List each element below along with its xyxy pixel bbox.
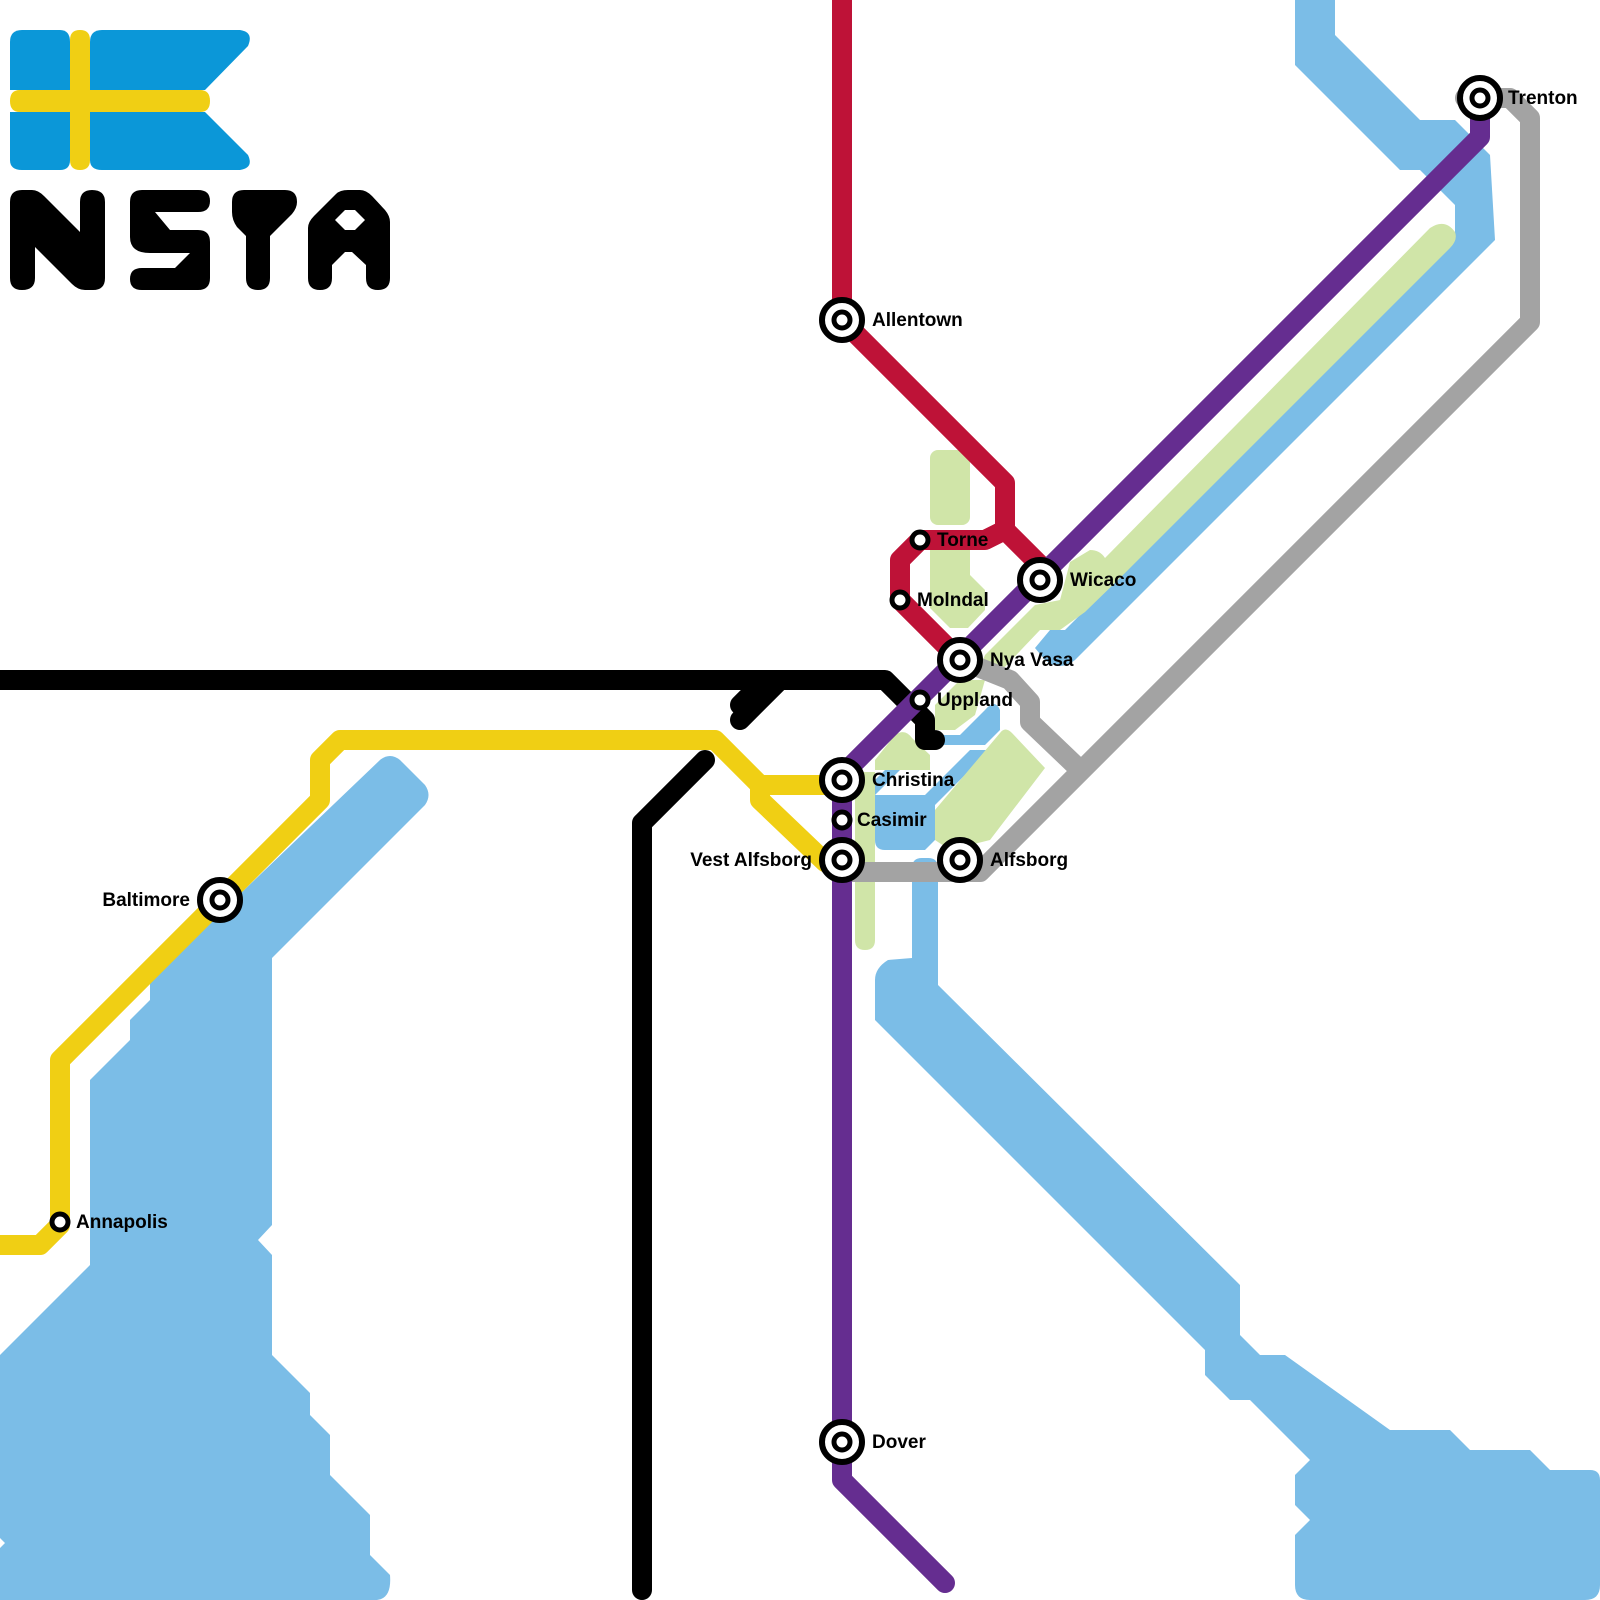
- station-uppland[interactable]: Uppland: [909, 689, 1013, 711]
- station-label: Nya Vasa: [990, 650, 1074, 671]
- station-trenton[interactable]: Trenton: [1457, 75, 1578, 121]
- park-uppland: [935, 680, 985, 730]
- station-casimir[interactable]: Casimir: [831, 809, 927, 831]
- park-torne-north: [930, 450, 970, 525]
- station-label: Christina: [872, 770, 955, 791]
- interchange-station-inner-icon: [209, 889, 231, 911]
- station-baltimore[interactable]: Baltimore: [102, 877, 243, 923]
- station-label: Torne: [937, 530, 988, 551]
- interchange-station-inner-icon: [949, 849, 971, 871]
- station-label: Vest Alfsborg: [690, 850, 812, 871]
- station-label: Casimir: [857, 810, 927, 831]
- park-casimir-strip: [855, 772, 875, 950]
- station-alfsborg[interactable]: Alfsborg: [937, 837, 1068, 883]
- station-label: Allentown: [872, 310, 963, 331]
- park-layer: [855, 223, 1456, 950]
- park-molndal: [930, 540, 985, 628]
- park-wicaco-corridor: [978, 223, 1456, 673]
- swedish-flag-icon: [10, 30, 250, 170]
- park-christina-north: [875, 732, 930, 770]
- line-black: [0, 670, 945, 1600]
- local-station-icon: [49, 1211, 71, 1233]
- station-annapolis[interactable]: Annapolis: [49, 1211, 168, 1233]
- interchange-station-inner-icon: [1469, 87, 1491, 109]
- water-delaware-bay: [875, 858, 1600, 1600]
- nsta-logo[interactable]: [10, 30, 390, 290]
- local-station-icon: [831, 809, 853, 831]
- water-chesapeake-bay: [0, 756, 429, 1600]
- station-torne[interactable]: Torne: [909, 529, 988, 551]
- interchange-station-inner-icon: [831, 769, 853, 791]
- station-label: Baltimore: [102, 890, 190, 911]
- station-label: Alfsborg: [990, 850, 1068, 871]
- station-christina[interactable]: Christina: [819, 757, 955, 803]
- station-dover[interactable]: Dover: [819, 1419, 926, 1465]
- station-nya-vasa[interactable]: Nya Vasa: [937, 637, 1074, 683]
- local-station-icon: [909, 689, 931, 711]
- station-molndal[interactable]: Molndal: [889, 589, 989, 611]
- station-label: Dover: [872, 1432, 926, 1453]
- interchange-station-inner-icon: [831, 1431, 853, 1453]
- water-christina-creek: [875, 704, 1000, 850]
- park-fort-christina: [935, 729, 1045, 850]
- station-label: Annapolis: [76, 1212, 168, 1233]
- station-label: Wicaco: [1070, 570, 1136, 591]
- station-label: Trenton: [1508, 88, 1578, 109]
- station-vest-alfsborg[interactable]: Vest Alfsborg: [690, 837, 865, 883]
- station-label: Uppland: [937, 690, 1013, 711]
- interchange-station-inner-icon: [831, 849, 853, 871]
- interchange-station-inner-icon: [1029, 569, 1051, 591]
- local-station-icon: [909, 529, 931, 551]
- station-allentown[interactable]: Allentown: [819, 297, 963, 343]
- station-label: Molndal: [917, 590, 989, 611]
- station-wicaco[interactable]: Wicaco: [1017, 557, 1136, 603]
- interchange-station-inner-icon: [831, 309, 853, 331]
- wordmark-nsta: [10, 190, 390, 290]
- local-station-icon: [889, 589, 911, 611]
- interchange-station-inner-icon: [949, 649, 971, 671]
